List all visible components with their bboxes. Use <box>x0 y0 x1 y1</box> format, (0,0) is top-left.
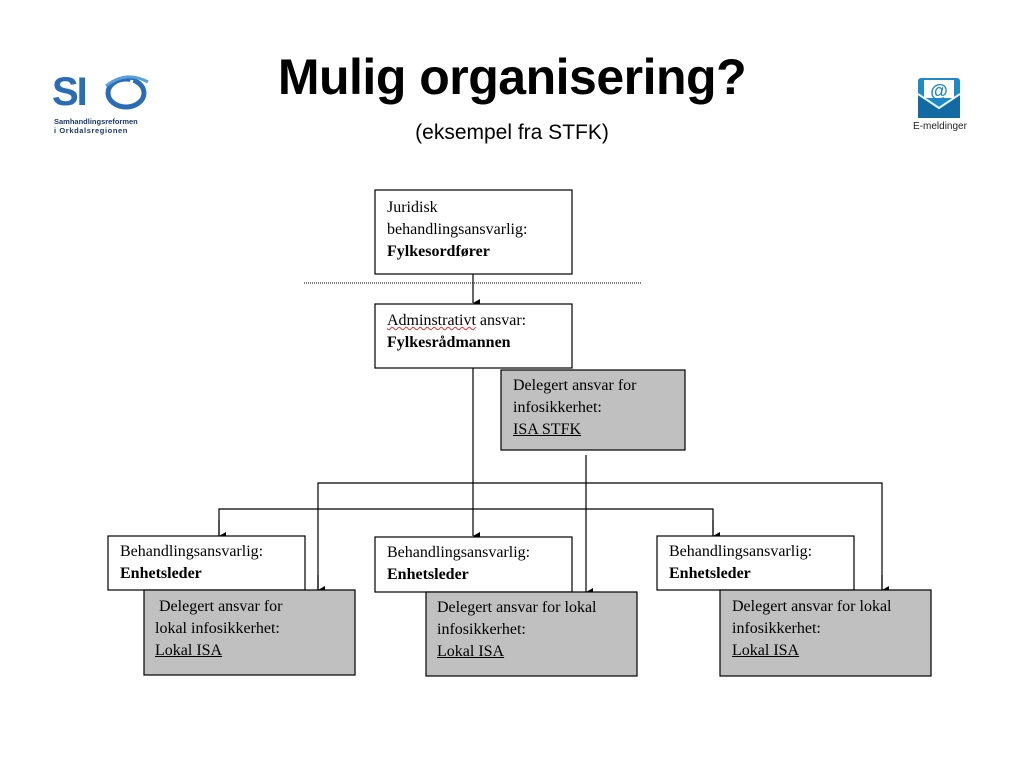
unit-2-del-line-1: Delegert ansvar for lokal <box>437 599 597 616</box>
unit-1-del-line-1: Delegert ansvar for <box>155 598 283 615</box>
delegert-stfk-line-3: ISA STFK <box>513 421 582 438</box>
unit-1-delegert-text: Delegert ansvar for lokal infosikkerhet:… <box>155 596 283 662</box>
logo-line-1: Samhandlingsreformen <box>54 117 138 126</box>
box-unit-3-delegert <box>719 589 932 677</box>
email-envelope-at-icon: @ <box>917 78 961 118</box>
unit-1-del-line-3: Lokal ISA <box>155 642 223 659</box>
unit-2-role-text: Behandlingsansvarlig: Enhetsleder <box>387 542 530 586</box>
delegert-stfk-line-2: infosikkerhet: <box>513 399 602 416</box>
logo-letters: SI <box>52 70 88 114</box>
unit-3-del-line-1: Delegert ansvar for lokal <box>732 598 892 615</box>
unit-2-name: Enhetsleder <box>387 566 469 583</box>
delegert-stfk-text: Delegert ansvar for infosikkerhet: ISA S… <box>513 375 637 441</box>
unit-1-name: Enhetsleder <box>120 565 202 582</box>
box-unit-1-delegert <box>143 589 356 676</box>
unit-1-role-text: Behandlingsansvarlig: Enhetsleder <box>120 541 263 585</box>
admin-line-2: Fylkesrådmannen <box>387 334 511 351</box>
unit-2-delegert-text: Delegert ansvar for lokal infosikkerhet:… <box>437 597 596 663</box>
slide-title: Mulig organisering? <box>277 49 747 105</box>
e-meldinger-logo: @ E-meldinger <box>905 74 975 138</box>
box-admin <box>374 303 573 369</box>
admin-prefix: Adminstrativt <box>387 312 476 329</box>
box-juridisk <box>374 189 573 275</box>
box-delegert-stfk <box>500 369 686 451</box>
unit-2-del-line-3: Lokal ISA <box>437 643 505 660</box>
unit-1-role: Behandlingsansvarlig: <box>120 543 264 560</box>
connector-isa-bus <box>317 482 883 590</box>
admin-rest: ansvar: <box>475 312 527 329</box>
unit-3-role-text: Behandlingsansvarlig: Enhetsleder <box>669 541 812 585</box>
swirl-o-icon <box>105 75 149 110</box>
unit-2-role: Behandlingsansvarlig: <box>387 544 531 561</box>
unit-3-delegert-text: Delegert ansvar for lokal infosikkerhet:… <box>732 596 891 662</box>
unit-3-name: Enhetsleder <box>669 565 751 582</box>
unit-2-del-line-2: infosikkerhet: <box>437 621 526 638</box>
admin-text: Adminstrativt ansvar: Fylkesrådmannen <box>387 310 526 354</box>
juridisk-line-1: Juridisk <box>387 199 438 216</box>
unit-3-del-line-2: infosikkerhet: <box>732 620 821 637</box>
juridisk-line-2: behandlingsansvarlig: <box>387 221 528 238</box>
delegert-stfk-line-1: Delegert ansvar for <box>513 377 637 394</box>
sio-logo: SI Samhandlingsreformen i Orkdalsregione… <box>52 70 162 136</box>
slide-subtitle: (eksempel fra STFK) <box>415 121 609 144</box>
box-unit-3-role <box>656 535 855 591</box>
juridisk-line-3: Fylkesordfører <box>387 243 490 260</box>
logo-line-2: i Orkdalsregionen <box>54 126 128 135</box>
box-unit-2-delegert <box>425 591 638 677</box>
unit-3-del-line-3: Lokal ISA <box>732 642 800 659</box>
svg-text:@: @ <box>930 81 948 101</box>
unit-1-del-line-2: lokal infosikkerhet: <box>155 620 280 637</box>
email-logo-caption: E-meldinger <box>913 121 967 132</box>
unit-3-role: Behandlingsansvarlig: <box>669 543 813 560</box>
connector-bus <box>218 508 714 536</box>
juridisk-text: Juridisk behandlingsansvarlig: Fylkesord… <box>387 197 527 263</box>
box-unit-2-role <box>374 536 573 593</box>
